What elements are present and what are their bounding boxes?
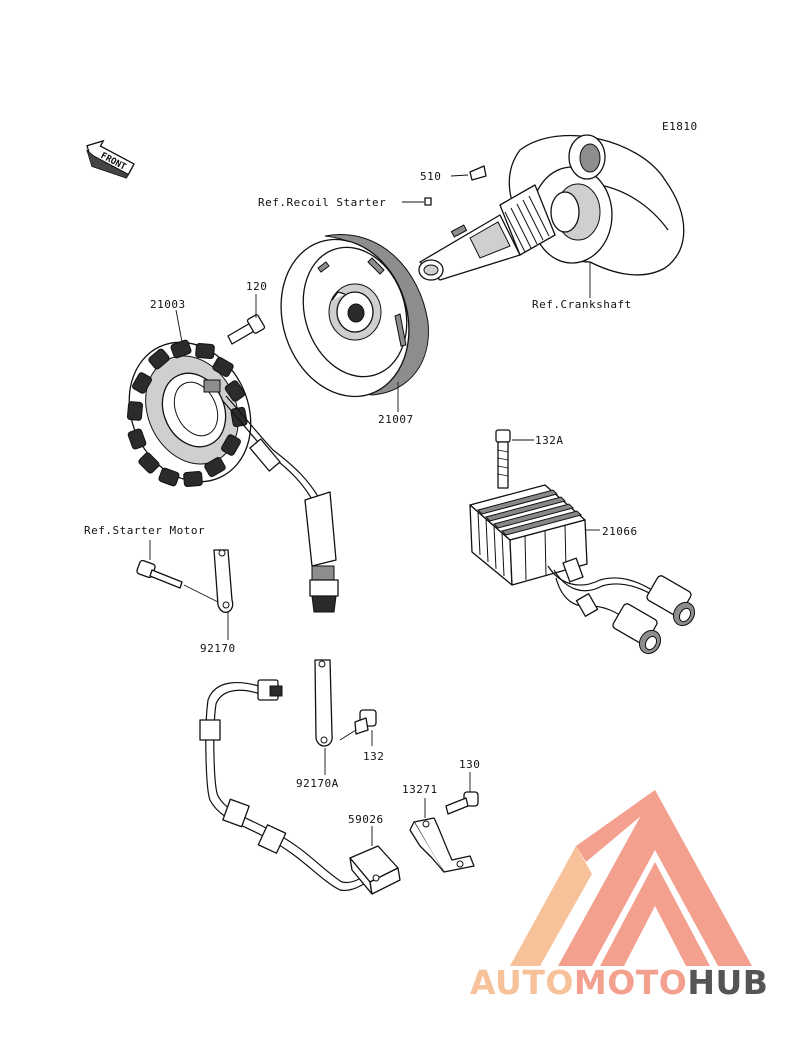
wire-clamp-1: [199, 719, 221, 741]
label-21066: 21066: [602, 525, 638, 538]
wire-clamp-3: [257, 824, 287, 854]
svg-text:AUTOMOTOHUB: AUTOMOTOHUB: [470, 963, 768, 1002]
label-92170a: 92170A: [296, 777, 339, 790]
connector-b: [612, 603, 662, 655]
label-130: 130: [459, 758, 480, 771]
flywheel-rotor-part: [280, 234, 429, 398]
watermark-text-hub: HUB: [687, 963, 768, 1002]
label-132: 132: [363, 750, 384, 763]
label-92170: 92170: [200, 642, 236, 655]
label-510: 510: [420, 170, 441, 183]
ground-lead-92170: [213, 549, 234, 613]
label-ref-starter-motor: Ref.Starter Motor: [84, 524, 205, 537]
label-132a: 132A: [535, 434, 564, 447]
bolt-130: [445, 791, 479, 815]
wire-clamp-2: [222, 798, 250, 828]
watermark-triangle-icon: [558, 790, 752, 966]
label-120: 120: [246, 280, 267, 293]
label-ref-recoil-starter: Ref.Recoil Starter: [258, 196, 386, 209]
label-13271: 13271: [402, 783, 438, 796]
watermark-text-auto: AUTO: [470, 963, 574, 1002]
bolt-120: [227, 314, 266, 345]
diagram-code: E1810: [662, 120, 698, 133]
watermark-logo: AUTOMOTOHUB: [470, 790, 768, 1002]
bolt-132a: [495, 429, 511, 489]
ground-lead-92170a: [314, 659, 333, 747]
connector-a: [646, 575, 696, 627]
watermark-text-moto: MOTO: [574, 963, 687, 1002]
label-21003: 21003: [150, 298, 186, 311]
pickup-coil-59026: [349, 845, 401, 895]
harness-connector: [257, 679, 283, 701]
starter-bolt: [136, 559, 183, 589]
crankshaft-part: [418, 134, 685, 281]
harness-grommet: [249, 438, 281, 472]
label-59026: 59026: [348, 813, 384, 826]
label-ref-crankshaft: Ref.Crankshaft: [532, 298, 632, 311]
bracket-13271: [409, 817, 475, 873]
regulator-rectifier-part: [469, 484, 588, 586]
bolt-132: [354, 709, 377, 735]
stator-part: [126, 339, 252, 488]
front-arrow-icon: FRONT: [86, 139, 135, 179]
label-21007: 21007: [378, 413, 414, 426]
